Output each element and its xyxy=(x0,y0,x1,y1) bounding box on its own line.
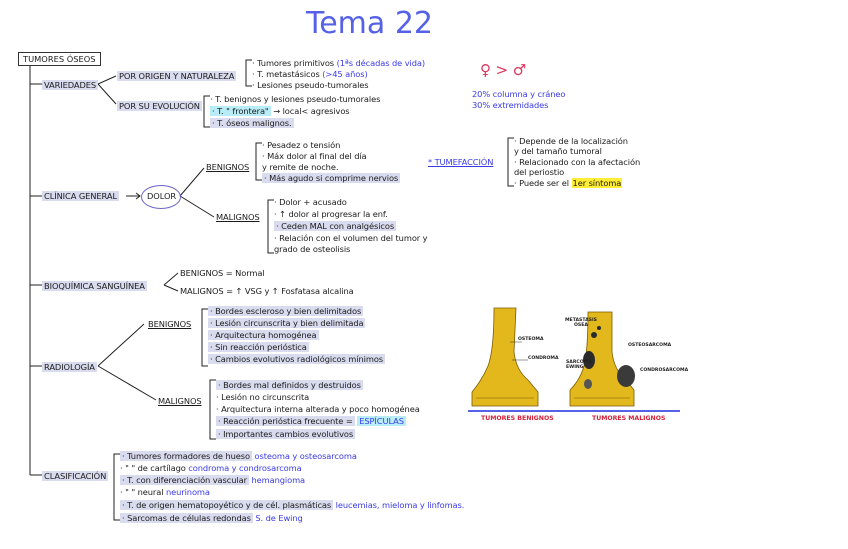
radiologia-benignos-item: · Lesión circunscrita y bien delimitada xyxy=(208,318,366,328)
label-osteosarcoma: OSTEOSARCOMA xyxy=(628,343,672,348)
clinica-malignos-item: · Relación con el volumen del tumor y xyxy=(274,233,428,243)
clinica-malignos-item: · Ceden MAL con analgésicos xyxy=(274,221,397,231)
radiologia-label: RADIOLOGÍA xyxy=(42,362,97,372)
radiologia-benignos-item: · Bordes escleroso y bien delimitados xyxy=(208,306,364,316)
lesion-mark xyxy=(583,351,595,369)
label-condroma: CONDROMA xyxy=(528,356,559,361)
variedades-label: VARIEDADES xyxy=(42,80,99,90)
tumefaccion-item: y del tamaño tumoral xyxy=(514,146,602,156)
clasificacion-row: · " " neural neurinoma xyxy=(120,487,210,497)
dolor-ellipse xyxy=(141,185,181,209)
lesion-mark xyxy=(617,365,635,387)
radiologia-benignos-item: · Arquitectura homogénea xyxy=(208,330,319,340)
radiologia-malignos-item: · Reacción perióstica frecuente = ESPÍCU… xyxy=(216,416,406,426)
lesion-mark xyxy=(591,332,597,338)
caption-benignos: TUMORES BENIGNOS xyxy=(481,415,554,422)
origen-item: · Lesiones pseudo-tumorales xyxy=(252,80,369,90)
bioquimica-label: BIOQUÍMICA SANGUÍNEA xyxy=(42,281,147,291)
lesion-mark xyxy=(584,379,592,389)
clinica-benignos-label: BENIGNOS xyxy=(206,162,250,172)
clinica-label: CLÍNICA GENERAL xyxy=(42,191,119,201)
bone-figure xyxy=(468,307,680,412)
clinica-malignos-item: grado de osteolisis xyxy=(274,244,351,254)
stat-columna-craneo: 20% columna y cráneo xyxy=(472,89,566,99)
bioquimica-benignos: BENIGNOS = Normal xyxy=(180,268,265,278)
radiologia-malignos-item: · Bordes mal definidos y destruidos xyxy=(216,380,363,390)
dolor-label: DOLOR xyxy=(147,191,177,201)
benign-bone xyxy=(471,307,539,407)
radiologia-malignos-label: MALIGNOS xyxy=(158,396,202,406)
radiologia-malignos-item: · Importantes cambios evolutivos xyxy=(216,429,356,439)
clasificacion-row: · Sarcomas de células redondas S. de Ewi… xyxy=(120,513,303,523)
clasificacion-row: · " " de cartílago condroma y condrosarc… xyxy=(120,463,302,473)
origen-item: · Tumores primitivos (1ªs décadas de vid… xyxy=(252,58,426,68)
radiologia-benignos-item: · Sin reacción perióstica xyxy=(208,342,309,352)
label-sarcoma-ewing: SARCOMA EWING xyxy=(566,360,592,370)
clinica-benignos-item: y remite de noche. xyxy=(262,162,339,172)
clasificacion-row: · T. de origen hematopoyético y de cél. … xyxy=(120,500,465,510)
label-osteoma: OSTEOMA xyxy=(518,337,544,342)
radiologia-benignos-item: · Cambios evolutivos radiológicos mínimo… xyxy=(208,354,386,364)
clasificacion-label: CLASIFICACIÓN xyxy=(42,471,109,481)
evolucion-item: · T. " frontera" → local< agresivos xyxy=(210,106,350,116)
label-condrosarcoma: CONDROSARCOMA xyxy=(640,368,689,373)
bioquimica-malignos: MALIGNOS = ↑ VSG y ↑ Fosfatasa alcalina xyxy=(180,286,354,296)
lesion-mark xyxy=(597,326,601,330)
clinica-malignos-item: · Dolor + acusado xyxy=(274,197,347,207)
root-topic-box: TUMORES ÓSEOS xyxy=(18,52,101,66)
label-metastasis: METASTASIS ÓSEA xyxy=(564,318,597,328)
origen-label: POR ORIGEN Y NATURALEZA xyxy=(117,71,237,81)
caption-malignos: TUMORES MALIGNOS xyxy=(592,415,666,422)
tumefaccion-item: · Depende de la localización xyxy=(514,136,628,146)
tumefaccion-item: · Puede ser el 1er síntoma xyxy=(514,178,623,188)
tumefaccion-item: · Relacionado con la afectación xyxy=(514,157,641,167)
tumefaccion-label: * TUMEFACCIÓN xyxy=(428,157,494,167)
clinica-benignos-item: · Pesadez o tensión xyxy=(262,140,341,150)
origen-item: · T. metastásicos (>45 años) xyxy=(252,69,368,79)
clinica-benignos-item: · Más agudo si comprime nervios xyxy=(262,173,401,183)
radiologia-benignos-label: BENIGNOS xyxy=(148,319,192,329)
clinica-benignos-item: · Máx dolor al final del día xyxy=(262,151,367,161)
clasificacion-row: · Tumores formadores de hueso osteoma y … xyxy=(120,451,357,461)
stat-extremidades: 30% extremidades xyxy=(472,100,549,110)
evolucion-item: · T. óseos malignos. xyxy=(210,118,294,128)
clinica-malignos-item: · ↑ dolor al progresar la enf. xyxy=(274,209,388,219)
evolucion-label: POR SU EVOLUCIÓN xyxy=(117,101,202,111)
radiologia-malignos-item: · Lesión no circunscrita xyxy=(216,392,310,402)
clinica-malignos-label: MALIGNOS xyxy=(216,212,260,222)
sex-ratio: ♀ > ♂ xyxy=(480,61,527,79)
evolucion-item: · T. benignos y lesiones pseudo-tumorale… xyxy=(210,94,381,104)
radiologia-malignos-item: · Arquitectura interna alterada y poco h… xyxy=(216,404,420,414)
tumefaccion-item: del periostio xyxy=(514,167,565,177)
page-title: Tema 22 xyxy=(306,6,434,41)
clasificacion-row: · T. con diferenciación vascular hemangi… xyxy=(120,475,306,485)
